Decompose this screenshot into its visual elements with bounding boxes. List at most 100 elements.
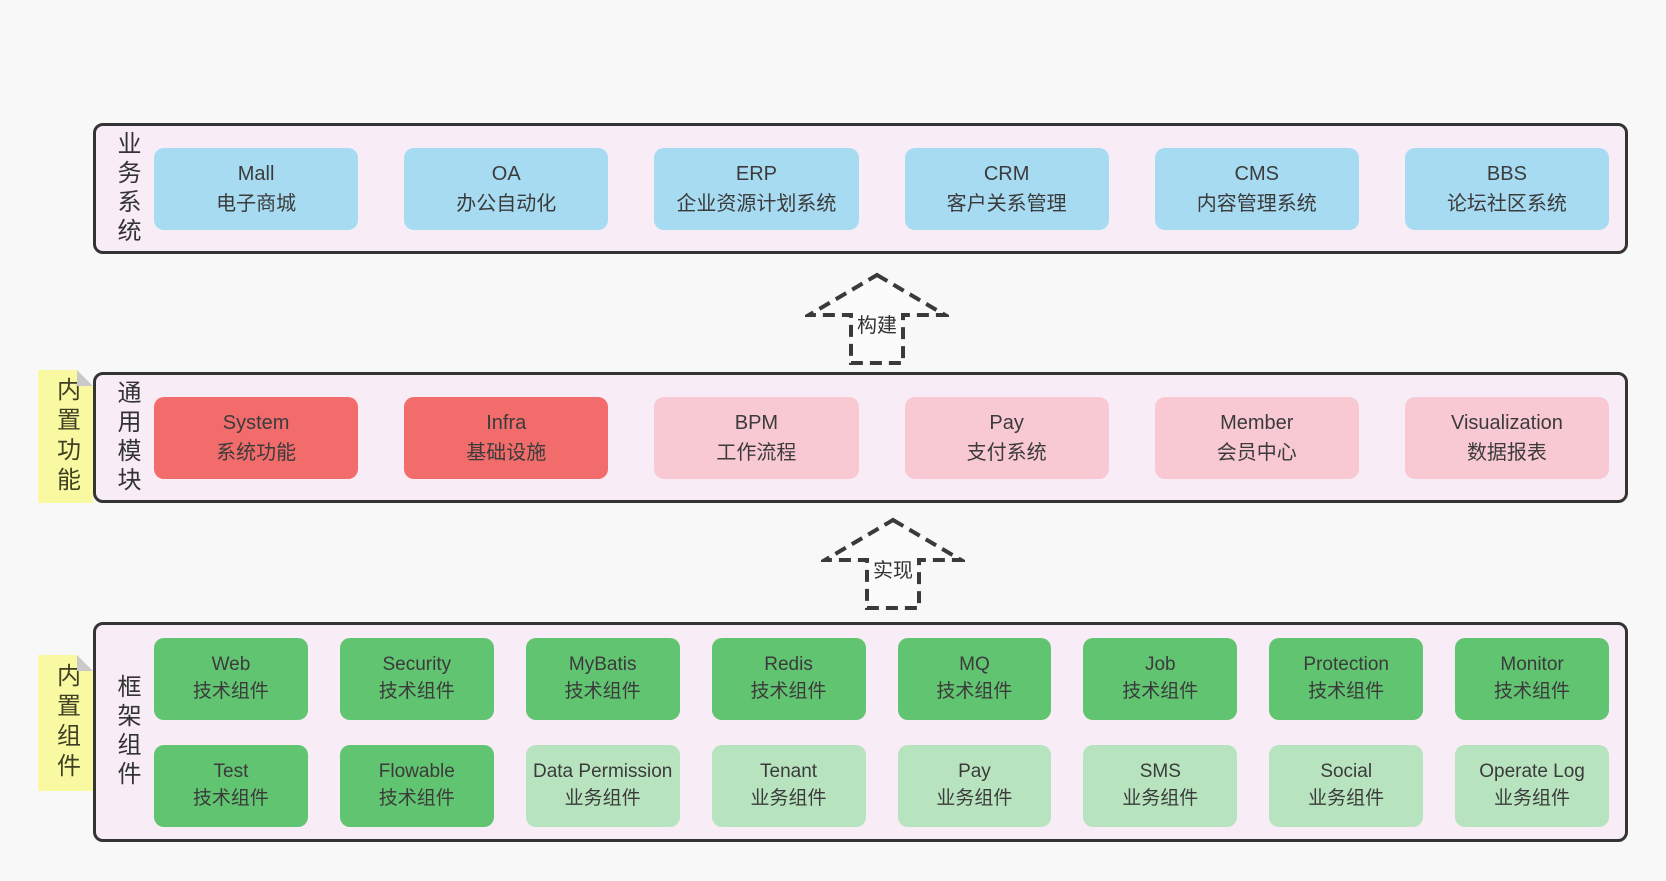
node-sms: SMS 业务组件 xyxy=(1083,744,1238,827)
node-subtitle: 系统功能 xyxy=(216,441,297,464)
node-social: Social 业务组件 xyxy=(1269,744,1424,827)
node-name: Visualization xyxy=(1450,411,1563,434)
node-member: Member 会员中心 xyxy=(1154,396,1359,479)
common-modules-row: System 系统功能 Infra 基础设施 BPM 工作流程 Pay 支付系统… xyxy=(154,375,1610,500)
node-subtitle: 技术组件 xyxy=(936,680,1013,702)
node-data-permission: Data Permission 业务组件 xyxy=(525,744,680,827)
node-name: MQ xyxy=(959,653,990,675)
node-subtitle: 技术组件 xyxy=(378,787,455,809)
node-visualization: Visualization 数据报表 xyxy=(1404,396,1610,479)
implement-arrow-label: 实现 xyxy=(869,553,917,584)
tech-components-row: Web 技术组件 Security 技术组件 MyBatis 技术组件 Redi… xyxy=(154,637,1609,720)
node-subtitle: 企业资源计划系统 xyxy=(676,192,837,215)
node-pay-system: Pay 支付系统 xyxy=(904,396,1109,479)
node-name: Operate Log xyxy=(1479,760,1585,782)
node-mall: Mall 电子商城 xyxy=(154,147,359,230)
node-subtitle: 客户关系管理 xyxy=(946,192,1067,215)
node-subtitle: 技术组件 xyxy=(192,787,269,809)
node-redis: Redis 技术组件 xyxy=(711,637,866,720)
node-name: Flowable xyxy=(378,760,455,782)
node-name: Monitor xyxy=(1500,653,1564,675)
node-test: Test 技术组件 xyxy=(154,744,308,827)
sticky-note-built-in-components: 内置组件 xyxy=(38,655,93,791)
node-name: Web xyxy=(211,653,251,675)
biz-components-row: Test 技术组件 Flowable 技术组件 Data Permission … xyxy=(154,744,1609,827)
node-subtitle: 基础设施 xyxy=(466,441,547,464)
node-subtitle: 办公自动化 xyxy=(456,192,557,215)
node-oa: OA 办公自动化 xyxy=(404,147,609,230)
node-operate-log: Operate Log 业务组件 xyxy=(1455,744,1609,827)
node-name: CRM xyxy=(983,162,1030,185)
build-arrow-label: 构建 xyxy=(853,308,901,339)
node-subtitle: 工作流程 xyxy=(716,441,797,464)
node-monitor: Monitor 技术组件 xyxy=(1455,637,1609,720)
node-name: Redis xyxy=(764,653,813,675)
node-name: Social xyxy=(1320,760,1373,782)
node-subtitle: 技术组件 xyxy=(1308,680,1385,702)
node-protection: Protection 技术组件 xyxy=(1269,637,1424,720)
node-subtitle: 技术组件 xyxy=(564,680,641,702)
node-erp: ERP 企业资源计划系统 xyxy=(654,147,859,230)
node-subtitle: 会员中心 xyxy=(1216,441,1297,464)
sticky-note-label: 内置功能 xyxy=(52,376,80,497)
node-name: Member xyxy=(1220,411,1294,434)
node-name: Pay xyxy=(958,760,991,782)
node-subtitle: 业务组件 xyxy=(750,787,827,809)
node-name: Mall xyxy=(237,162,275,185)
section-title: 通用模块 xyxy=(113,379,140,496)
node-subtitle: 技术组件 xyxy=(1122,680,1199,702)
implement-arrow: 实现 xyxy=(821,516,965,612)
node-infra: Infra 基础设施 xyxy=(404,396,609,479)
section-business-systems: 业务系统 Mall 电子商城 OA 办公自动化 ERP 企业资源计划系统 CRM… xyxy=(93,123,1628,254)
node-name: Data Permission xyxy=(532,760,673,782)
node-name: System xyxy=(222,411,290,434)
node-subtitle: 业务组件 xyxy=(1494,787,1571,809)
node-name: BPM xyxy=(734,411,779,434)
node-subtitle: 电子商城 xyxy=(216,192,297,215)
node-name: Infra xyxy=(486,411,527,434)
node-subtitle: 业务组件 xyxy=(564,787,641,809)
node-system: System 系统功能 xyxy=(154,396,359,479)
node-web: Web 技术组件 xyxy=(154,637,308,720)
node-mybatis: MyBatis 技术组件 xyxy=(525,637,680,720)
node-job: Job 技术组件 xyxy=(1083,637,1238,720)
node-crm: CRM 客户关系管理 xyxy=(904,147,1109,230)
node-subtitle: 数据报表 xyxy=(1466,441,1547,464)
node-name: ERP xyxy=(735,162,777,185)
node-name: Job xyxy=(1144,653,1176,675)
section-title: 业务系统 xyxy=(113,130,140,247)
node-name: BBS xyxy=(1486,162,1527,185)
node-bbs: BBS 论坛社区系统 xyxy=(1404,147,1610,230)
business-systems-row: Mall 电子商城 OA 办公自动化 ERP 企业资源计划系统 CRM 客户关系… xyxy=(154,126,1610,251)
build-arrow: 构建 xyxy=(805,271,949,367)
node-subtitle: 业务组件 xyxy=(936,787,1013,809)
node-name: SMS xyxy=(1139,760,1181,782)
node-subtitle: 技术组件 xyxy=(750,680,827,702)
node-name: Test xyxy=(213,760,249,782)
node-name: OA xyxy=(491,162,521,185)
node-subtitle: 技术组件 xyxy=(1494,680,1571,702)
node-subtitle: 技术组件 xyxy=(378,680,455,702)
node-subtitle: 业务组件 xyxy=(1308,787,1385,809)
sticky-note-label: 内置组件 xyxy=(52,663,80,783)
section-title: 框架组件 xyxy=(113,674,140,790)
node-subtitle: 内容管理系统 xyxy=(1196,192,1317,215)
section-common-modules: 通用模块 System 系统功能 Infra 基础设施 BPM 工作流程 Pay… xyxy=(93,372,1628,503)
section-framework-components: 框架组件 Web 技术组件 Security 技术组件 MyBatis 技术组件… xyxy=(93,622,1628,842)
node-cms: CMS 内容管理系统 xyxy=(1154,147,1359,230)
node-tenant: Tenant 业务组件 xyxy=(711,744,866,827)
framework-components-grid: Web 技术组件 Security 技术组件 MyBatis 技术组件 Redi… xyxy=(154,625,1609,839)
node-security: Security 技术组件 xyxy=(339,637,494,720)
node-name: MyBatis xyxy=(568,653,637,675)
node-subtitle: 业务组件 xyxy=(1122,787,1199,809)
node-name: CMS xyxy=(1234,162,1279,185)
node-subtitle: 技术组件 xyxy=(192,680,269,702)
node-name: Pay xyxy=(989,411,1024,434)
sticky-note-built-in-features: 内置功能 xyxy=(38,370,93,503)
node-subtitle: 支付系统 xyxy=(966,441,1047,464)
node-name: Protection xyxy=(1303,653,1389,675)
node-flowable: Flowable 技术组件 xyxy=(339,744,494,827)
node-pay-component: Pay 业务组件 xyxy=(897,744,1052,827)
node-name: Tenant xyxy=(760,760,818,782)
node-mq: MQ 技术组件 xyxy=(897,637,1052,720)
